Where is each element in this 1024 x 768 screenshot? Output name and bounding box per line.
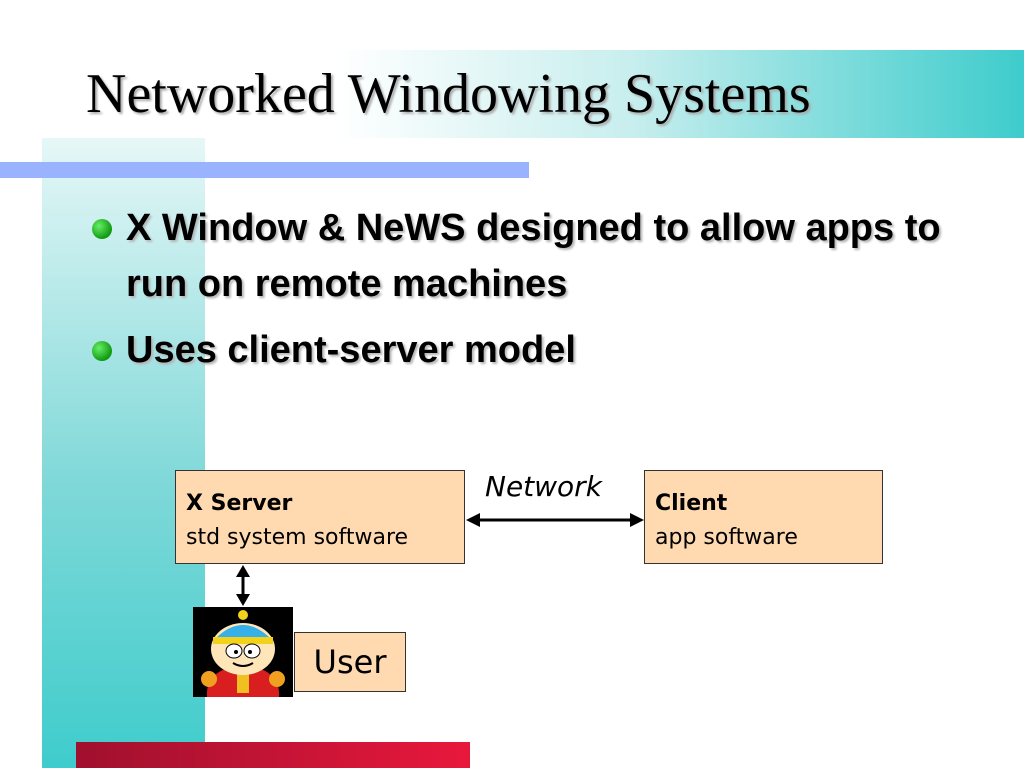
user-arrowhead-up <box>236 565 250 577</box>
network-arrowhead-right <box>630 513 644 527</box>
left-decor-band <box>42 138 205 768</box>
network-arrowhead-left <box>466 513 480 527</box>
bullet-text: Uses client-server model <box>126 329 576 371</box>
client-title: Client <box>655 491 728 516</box>
title-underline-bar <box>0 162 529 178</box>
user-arrowhead-down <box>236 594 250 606</box>
network-label: Network <box>485 470 602 503</box>
bullet-dot-icon <box>92 341 112 361</box>
client-box: Client app software <box>644 470 883 564</box>
bullet-list: X Window & NeWS designed to allow apps t… <box>86 200 986 378</box>
client-subtitle: app software <box>655 525 798 550</box>
bullet-item: X Window & NeWS designed to allow apps t… <box>86 200 986 312</box>
bullet-item: Uses client-server model <box>86 322 986 378</box>
bullet-text: X Window & NeWS designed to allow apps t… <box>126 207 941 305</box>
bullet-dot-icon <box>92 219 112 239</box>
user-box: User <box>294 632 406 692</box>
x-server-title: X Server <box>186 491 293 516</box>
x-server-subtitle: std system software <box>186 525 409 550</box>
slide-title: Networked Windowing Systems <box>86 63 811 125</box>
title-decor-band <box>42 50 1024 138</box>
x-server-box: X Server std system software <box>175 470 465 564</box>
cartoon-character-icon <box>193 607 293 697</box>
bottom-decor-bar <box>76 742 470 768</box>
